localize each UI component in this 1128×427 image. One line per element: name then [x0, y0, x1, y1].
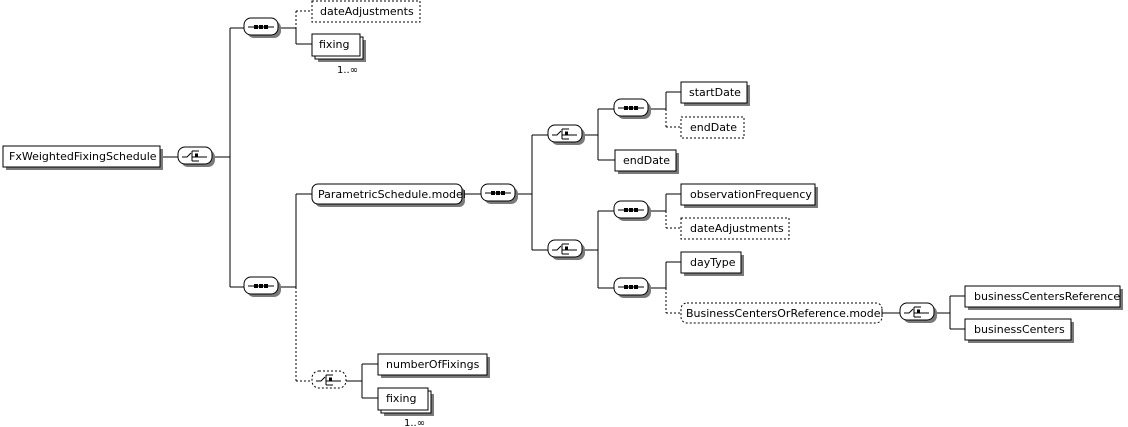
- root-label: FxWeightedFixingSchedule: [9, 150, 157, 163]
- root-choice-compositor[interactable]: [177, 146, 215, 167]
- end-date-optional-element[interactable]: endDate: [680, 116, 745, 139]
- date-adjustments-top-element[interactable]: dateAdjustments: [311, 0, 421, 23]
- start-date-element[interactable]: startDate: [680, 81, 750, 106]
- sequence-icon: [618, 106, 644, 110]
- choice-icon: [904, 306, 929, 318]
- day-type-label: dayType: [690, 256, 736, 269]
- fixing-top-label: fixing: [319, 38, 349, 51]
- business-centers-reference-element[interactable]: businessCentersReference: [964, 285, 1123, 310]
- dates-choice-compositor[interactable]: [547, 124, 585, 145]
- number-of-fixings-element[interactable]: numberOfFixings: [377, 353, 490, 378]
- fixing-top-multiplicity: 1..∞: [337, 65, 358, 76]
- fixing-bottom-multiplicity: 1..∞: [404, 418, 425, 427]
- frequency-choice-compositor[interactable]: [547, 239, 585, 260]
- main-sequence-compositor[interactable]: [243, 276, 281, 297]
- day-type-element[interactable]: dayType: [680, 251, 744, 276]
- root-element[interactable]: FxWeightedFixingSchedule: [2, 145, 163, 170]
- fixing-bottom-label: fixing: [386, 392, 416, 405]
- frequency-sequence-compositor[interactable]: [613, 200, 651, 221]
- parametric-schedule-model-label: ParametricSchedule.model: [318, 188, 466, 201]
- fixings-choice-compositor[interactable]: [311, 370, 347, 389]
- date-adjustments-element[interactable]: dateAdjustments: [680, 217, 790, 240]
- business-centers-or-reference-model-label: BusinessCentersOrReference.model: [686, 307, 884, 320]
- sequence-icon: [618, 285, 644, 289]
- choice-icon: [316, 374, 341, 386]
- date-adjustments-label: dateAdjustments: [690, 222, 784, 235]
- choice-icon: [182, 150, 207, 162]
- parametric-sequence-compositor[interactable]: [480, 183, 518, 204]
- sequence-icon: [485, 191, 511, 195]
- business-centers-or-reference-model-group[interactable]: BusinessCentersOrReference.model: [680, 302, 884, 324]
- business-centers-element[interactable]: businessCenters: [964, 318, 1074, 343]
- connectors: [160, 10, 965, 399]
- fixing-bottom-element[interactable]: fixing 1..∞: [377, 387, 434, 427]
- choice-icon: [552, 128, 577, 140]
- top-sequence-compositor[interactable]: [243, 17, 281, 38]
- number-of-fixings-label: numberOfFixings: [386, 358, 480, 371]
- day-type-sequence-compositor[interactable]: [613, 277, 651, 298]
- end-date-optional-label: endDate: [690, 121, 737, 134]
- choice-icon: [552, 243, 577, 255]
- observation-frequency-element[interactable]: observationFrequency: [680, 183, 818, 208]
- start-date-label: startDate: [689, 86, 741, 99]
- date-adjustments-top-label: dateAdjustments: [320, 5, 414, 18]
- business-centers-choice-compositor[interactable]: [899, 302, 937, 323]
- end-date-element[interactable]: endDate: [614, 149, 679, 174]
- observation-frequency-label: observationFrequency: [690, 188, 812, 201]
- fixing-top-element[interactable]: fixing 1..∞: [311, 33, 366, 76]
- sequence-icon: [248, 284, 274, 288]
- business-centers-reference-label: businessCentersReference: [974, 290, 1120, 303]
- sequence-icon: [248, 25, 274, 29]
- sequence-icon: [618, 208, 644, 212]
- business-centers-label: businessCenters: [974, 323, 1065, 336]
- end-date-label: endDate: [623, 154, 670, 167]
- start-end-sequence-compositor[interactable]: [613, 98, 651, 119]
- parametric-schedule-model-group[interactable]: ParametricSchedule.model: [311, 183, 466, 207]
